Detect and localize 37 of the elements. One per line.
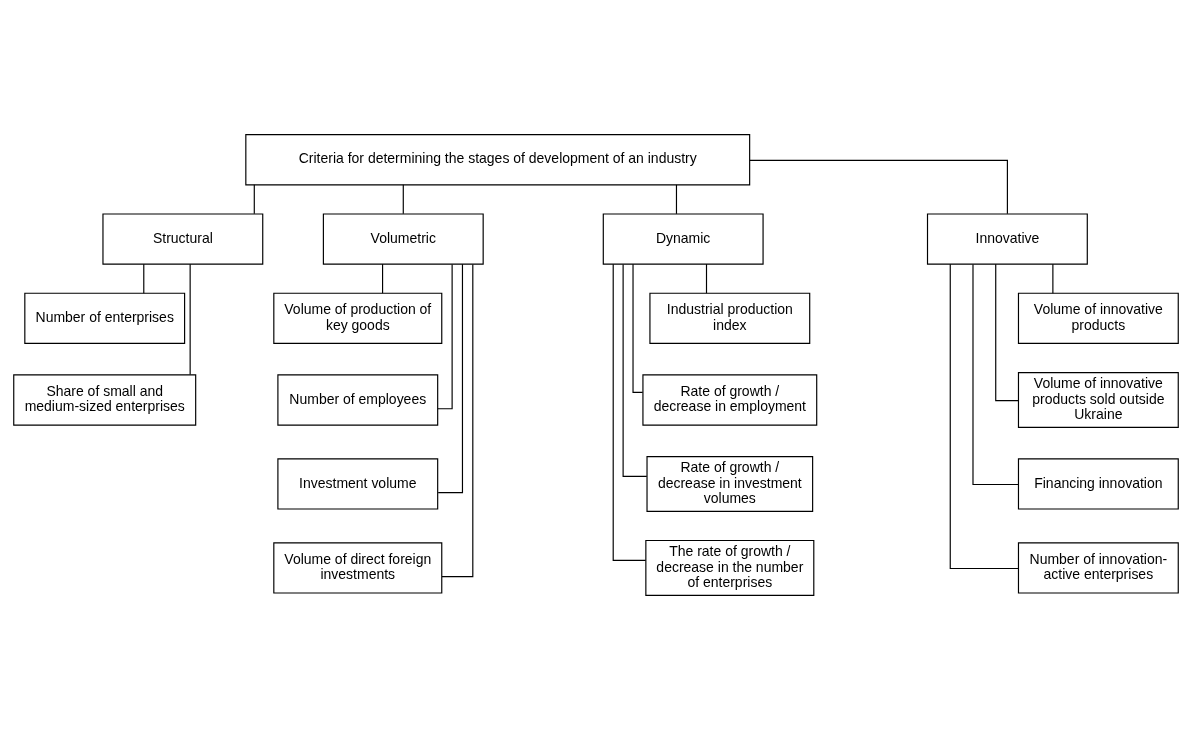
node-box: Rate of growth / decrease in investment volumes <box>646 455 814 512</box>
connector <box>143 263 145 294</box>
connector <box>949 263 1019 569</box>
connector <box>441 263 474 577</box>
connector <box>437 263 464 493</box>
connector <box>972 263 1019 485</box>
connector <box>632 263 644 393</box>
node-box: Criteria for determining the stages of development of an industry <box>245 133 751 185</box>
connector <box>402 183 404 214</box>
node-box: The rate of growth / decrease in the number of enterprises <box>645 539 815 596</box>
node-box: Structural <box>102 212 264 265</box>
connector <box>437 263 453 409</box>
node-box: Volume of innovative products <box>1017 292 1179 344</box>
connector <box>189 263 191 375</box>
connector <box>622 263 648 477</box>
node-box: Number of innovation-active enterprises <box>1017 541 1179 594</box>
node-box: Rate of growth / decrease in employment <box>642 373 818 426</box>
node-box: Volumetric <box>322 212 484 265</box>
connector <box>253 183 255 214</box>
connector <box>382 263 384 294</box>
node-box: Share of small and medium-sized enterprises <box>13 373 197 426</box>
node-box: Volume of production of key goods <box>273 292 443 344</box>
node-box: Innovative <box>926 212 1088 265</box>
connector <box>675 183 678 214</box>
connector <box>1052 263 1054 294</box>
node-box: Industrial production index <box>649 292 811 344</box>
node-box: Volume of direct foreign investments <box>273 541 443 594</box>
connector <box>995 263 1019 401</box>
connector <box>749 159 1008 214</box>
node-box: Number of employees <box>277 373 439 426</box>
node-box: Investment volume <box>277 457 439 510</box>
node-box: Financing innovation <box>1017 457 1179 510</box>
node-box: Dynamic <box>602 212 764 265</box>
connector <box>705 263 708 294</box>
node-box: Volume of innovative products sold outside Ukraine <box>1017 371 1179 428</box>
node-box: Number of enterprises <box>24 292 186 344</box>
connector <box>612 263 647 561</box>
